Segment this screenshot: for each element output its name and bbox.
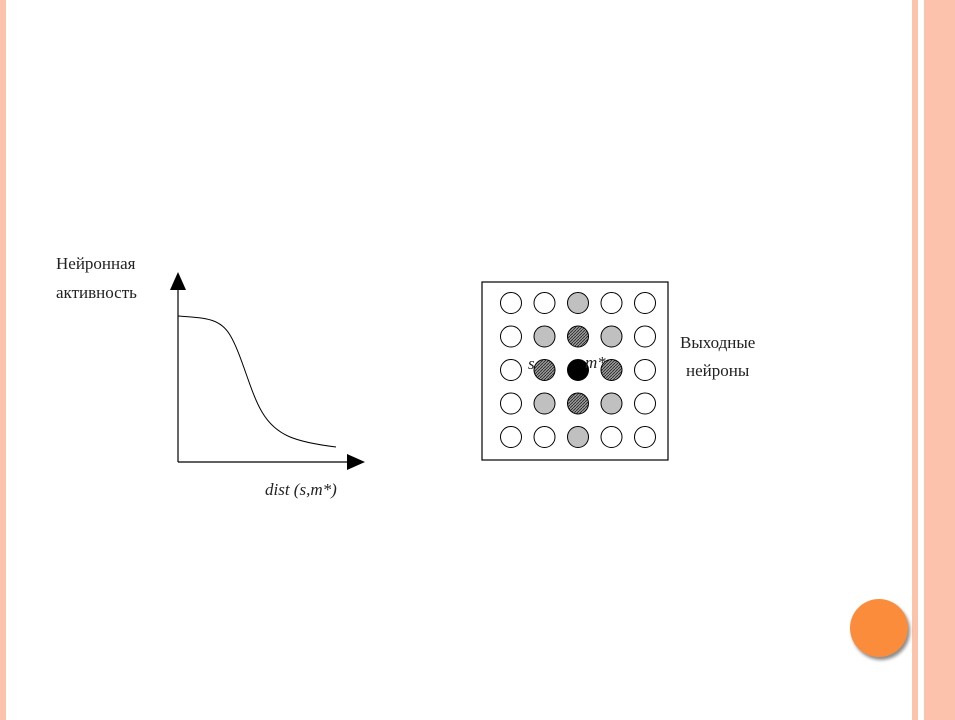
neuron-empty bbox=[533, 292, 556, 314]
neuron-empty bbox=[533, 426, 556, 448]
neuron-empty bbox=[634, 392, 656, 415]
neuron-grid-diagram: s m* Выходные нейроны bbox=[481, 281, 755, 461]
neuron-winner bbox=[567, 359, 589, 381]
right-border-stripe-thin bbox=[912, 0, 918, 720]
neuron-empty bbox=[634, 325, 656, 348]
y-axis-arrow bbox=[170, 272, 186, 290]
x-axis-arrow bbox=[347, 454, 365, 470]
activity-graph: Нейронная активность dist (s,m*) bbox=[56, 254, 365, 499]
right-border-stripe-wide bbox=[924, 0, 955, 720]
neuron-dark bbox=[567, 392, 589, 415]
output-neurons-caption-line1: Выходные bbox=[680, 333, 755, 352]
neuron-empty bbox=[500, 359, 522, 381]
y-axis-label-line1: Нейронная bbox=[56, 254, 136, 273]
neuron-empty bbox=[600, 426, 623, 448]
neuron-dark bbox=[533, 359, 556, 381]
neuron-label-m: m* bbox=[585, 353, 606, 372]
y-axis-label-line2: активность bbox=[56, 283, 137, 302]
x-axis-label: dist (s,m*) bbox=[265, 480, 337, 499]
slide-accent-circle bbox=[850, 599, 908, 657]
left-border-stripe bbox=[0, 0, 6, 720]
neuron-light bbox=[533, 392, 556, 415]
neuron-empty bbox=[634, 426, 656, 448]
neuron-empty bbox=[500, 325, 522, 348]
neuron-empty bbox=[634, 359, 656, 381]
output-neurons-caption-line2: нейроны bbox=[686, 361, 750, 380]
neuron-dark bbox=[600, 359, 623, 381]
neuron-label-s: s bbox=[528, 354, 535, 373]
neuron-empty bbox=[500, 426, 522, 448]
activity-curve bbox=[177, 315, 337, 448]
neuron-dark bbox=[567, 325, 589, 348]
neuron-light bbox=[600, 325, 623, 348]
neuron-light bbox=[567, 426, 589, 448]
neuron-empty bbox=[500, 392, 522, 415]
neuron-light bbox=[567, 292, 589, 314]
neuron-light bbox=[600, 392, 623, 415]
neuron-empty bbox=[600, 292, 623, 314]
neuron-cells bbox=[500, 292, 656, 448]
neuron-empty bbox=[634, 292, 656, 314]
neuron-empty bbox=[500, 292, 522, 314]
neuron-light bbox=[533, 325, 556, 348]
